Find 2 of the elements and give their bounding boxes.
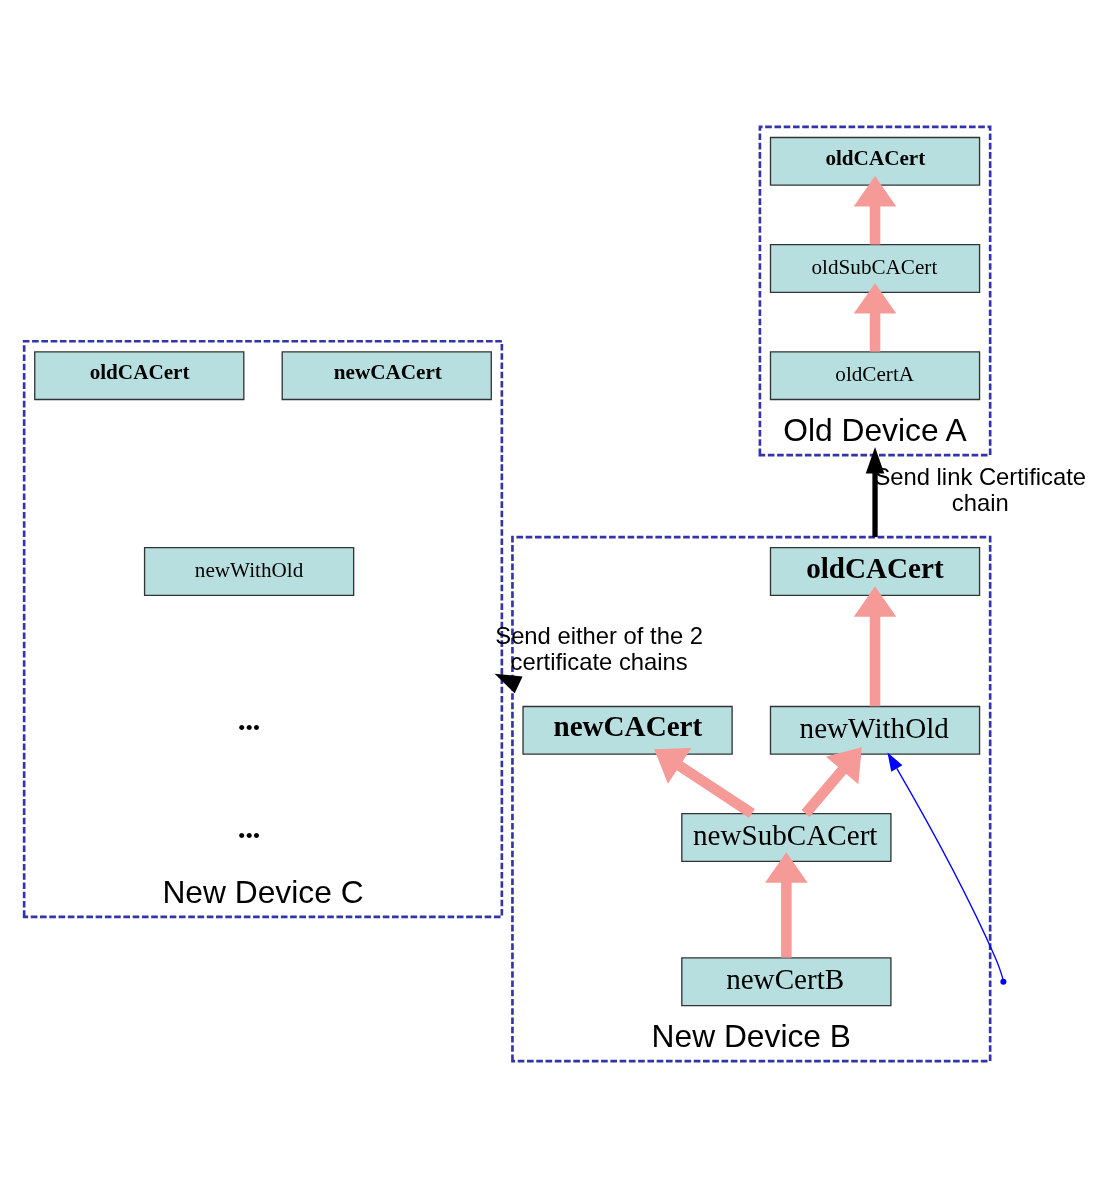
label: ••• xyxy=(238,823,261,848)
label: ••• xyxy=(238,715,261,740)
